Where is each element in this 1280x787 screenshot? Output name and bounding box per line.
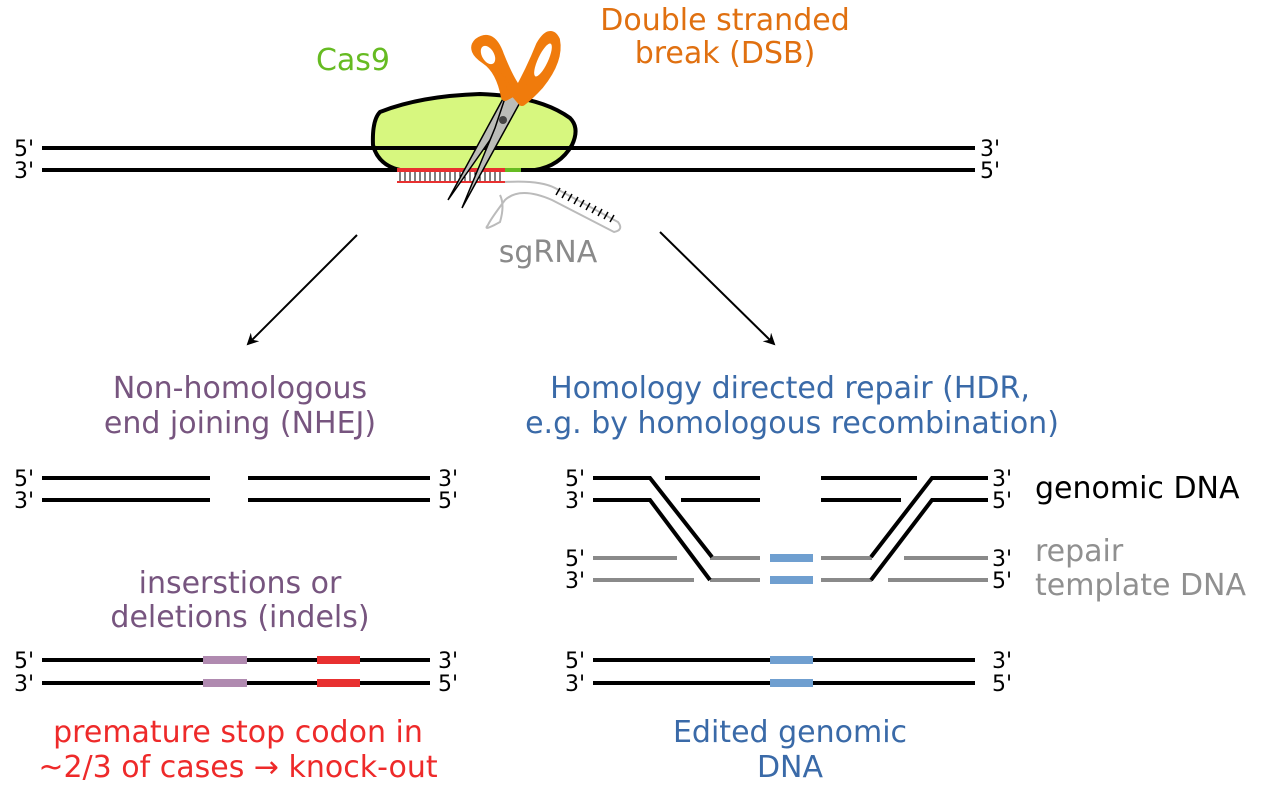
arrow-hdr [659, 231, 776, 346]
repair-template-label: repair [1035, 534, 1124, 569]
hdr-title: Homology directed repair (HDR, [550, 371, 1030, 406]
indel-block [317, 656, 360, 664]
insert-block [770, 576, 813, 584]
svg-text:5': 5' [992, 672, 1012, 697]
scissors-icon [447, 31, 561, 209]
svg-text:5': 5' [992, 489, 1012, 514]
svg-text:5': 5' [565, 467, 585, 492]
svg-text:3': 3' [565, 569, 585, 594]
strand-end-label: 5' [980, 159, 1000, 184]
repair-template-label: template DNA [1035, 568, 1247, 603]
svg-text:3': 3' [14, 672, 34, 697]
svg-text:5': 5' [14, 467, 34, 492]
indel-block [317, 679, 360, 687]
insert-block [770, 656, 813, 664]
strand-end-label: 5' [14, 137, 34, 162]
nhej-title: Non-homologous [113, 371, 367, 406]
knockout-label: premature stop codon in [53, 715, 423, 750]
hdr-title: e.g. by homologous recombination) [525, 406, 1059, 441]
genomic-dna-label: genomic DNA [1035, 471, 1240, 506]
svg-text:5': 5' [14, 649, 34, 674]
svg-text:3': 3' [992, 547, 1012, 572]
svg-text:3': 3' [565, 672, 585, 697]
arrow-nhej [246, 234, 358, 346]
svg-text:5': 5' [438, 672, 458, 697]
svg-text:5': 5' [438, 489, 458, 514]
svg-text:3': 3' [565, 489, 585, 514]
cas9-label: Cas9 [316, 43, 390, 78]
edited-dna: 5'3' 3'5' [565, 649, 1012, 697]
sgrna-guide [397, 168, 622, 234]
indel-block [203, 656, 247, 664]
svg-text:3': 3' [992, 649, 1012, 674]
nhej-title: end joining (NHEJ) [104, 406, 376, 441]
svg-text:3': 3' [438, 467, 458, 492]
nhej-broken-dna: 5'3' 3'5' [14, 467, 458, 514]
dsb-label: break (DSB) [635, 36, 816, 71]
strand-end-label: 3' [14, 159, 34, 184]
cas9-protein [370, 91, 578, 172]
edited-label: DNA [757, 750, 824, 785]
strand-end-label: 3' [980, 137, 1000, 162]
hdr-recombination: 5'3' 3'5' 5'3' 3'5' [565, 467, 1012, 594]
dsb-label: Double stranded [600, 3, 850, 38]
svg-text:5': 5' [565, 547, 585, 572]
indels-label: deletions (indels) [110, 600, 369, 635]
svg-text:3': 3' [14, 489, 34, 514]
insert-block [770, 554, 813, 562]
nhej-indel-dna: 5'3' 3'5' [14, 649, 458, 697]
insert-block [770, 679, 813, 687]
svg-text:3': 3' [992, 467, 1012, 492]
knockout-label: ~2/3 of cases → knock-out [38, 750, 438, 785]
sgrna-label: sgRNA [499, 235, 598, 270]
svg-text:5': 5' [992, 569, 1012, 594]
indel-block [203, 679, 247, 687]
edited-label: Edited genomic [673, 715, 907, 750]
svg-text:5': 5' [565, 649, 585, 674]
indels-label: inserstions or [139, 566, 342, 601]
svg-text:3': 3' [438, 649, 458, 674]
